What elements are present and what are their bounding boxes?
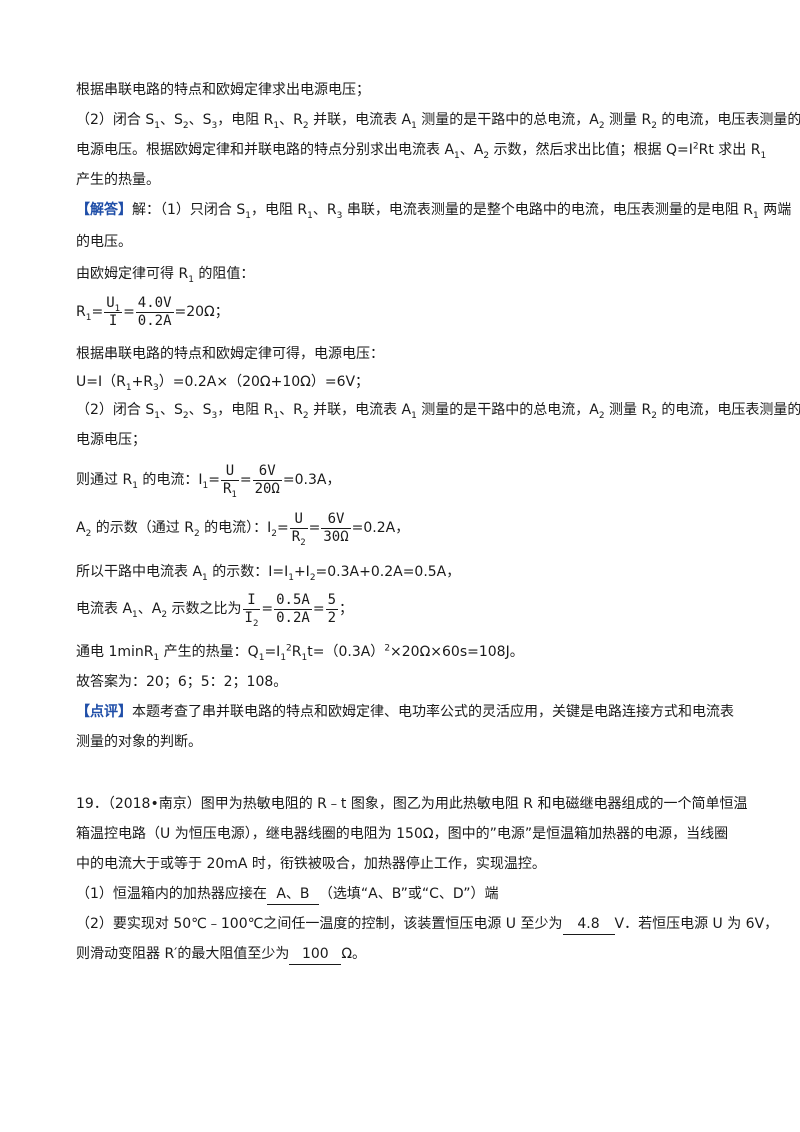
equation-u: U=I（R1+R3）=0.2A×（20Ω+10Ω）=6V； <box>76 374 370 393</box>
analysis-line-2: （2）闭合 S1、S2、S3，电阻 R1、R2 并联，电流表 A1 测量的是干路… <box>76 112 800 131</box>
comment-line-1: 【点评】本题考查了串并联电路的特点和欧姆定律、电功率公式的灵活应用，关键是电路连… <box>76 704 734 720</box>
q19-line-3: 中的电流大于或等于 20mA 时，衔铁被吸合，加热器停止工作，实现温控。 <box>76 856 546 872</box>
answer-blank-terminals: A、B <box>266 884 319 905</box>
solution-line-5: （2）闭合 S1、S2、S3，电阻 R1、R2 并联，电流表 A1 测量的是干路… <box>76 402 800 421</box>
solution-line-2: 的电压。 <box>76 234 132 250</box>
analysis-line-4: 产生的热量。 <box>76 172 160 188</box>
solution-line-3: 由欧姆定律可得 R1 的阻值： <box>76 266 255 285</box>
solution-line-1: 【解答】解：（1）只闭合 S1，电阻 R1、R3 串联，电流表测量的是整个电路中… <box>76 202 792 221</box>
answer-blank-resistance: 100 <box>289 944 342 965</box>
answer-line: 故答案为：20；6；5：2；108。 <box>76 674 288 690</box>
solution-tag: 【解答】 <box>76 202 132 218</box>
comment-line-2: 测量的对象的判断。 <box>76 734 202 750</box>
equation-heat: 通电 1minR1 产生的热量：Q1=I12R1t=（0.3A）2×20Ω×60… <box>76 643 524 663</box>
comment-tag: 【点评】 <box>76 704 132 720</box>
q19-line-1: 19．（2018•南京）图甲为热敏电阻的 R﹣t 图象，图乙为用此热敏电阻 R … <box>76 796 748 812</box>
solution-line-4: 根据串联电路的特点和欧姆定律可得，电源电压： <box>76 346 384 362</box>
analysis-line-1: 根据串联电路的特点和欧姆定律求出电源电压； <box>76 82 370 98</box>
answer-blank-voltage: 4.8 <box>562 914 615 935</box>
analysis-line-3: 电源电压。根据欧姆定律和并联电路的特点分别求出电流表 A1、A2 示数，然后求出… <box>76 141 767 161</box>
q19-line-2: 箱温控电路（U 为恒压电源），继电器线圈的电阻为 150Ω，图中的”电源”是恒温… <box>76 826 729 842</box>
solution-line-6: 电源电压； <box>76 432 146 448</box>
equation-i-total: 所以干路中电流表 A1 的示数：I=I1+I2=0.3A+0.2A=0.5A， <box>76 564 461 583</box>
